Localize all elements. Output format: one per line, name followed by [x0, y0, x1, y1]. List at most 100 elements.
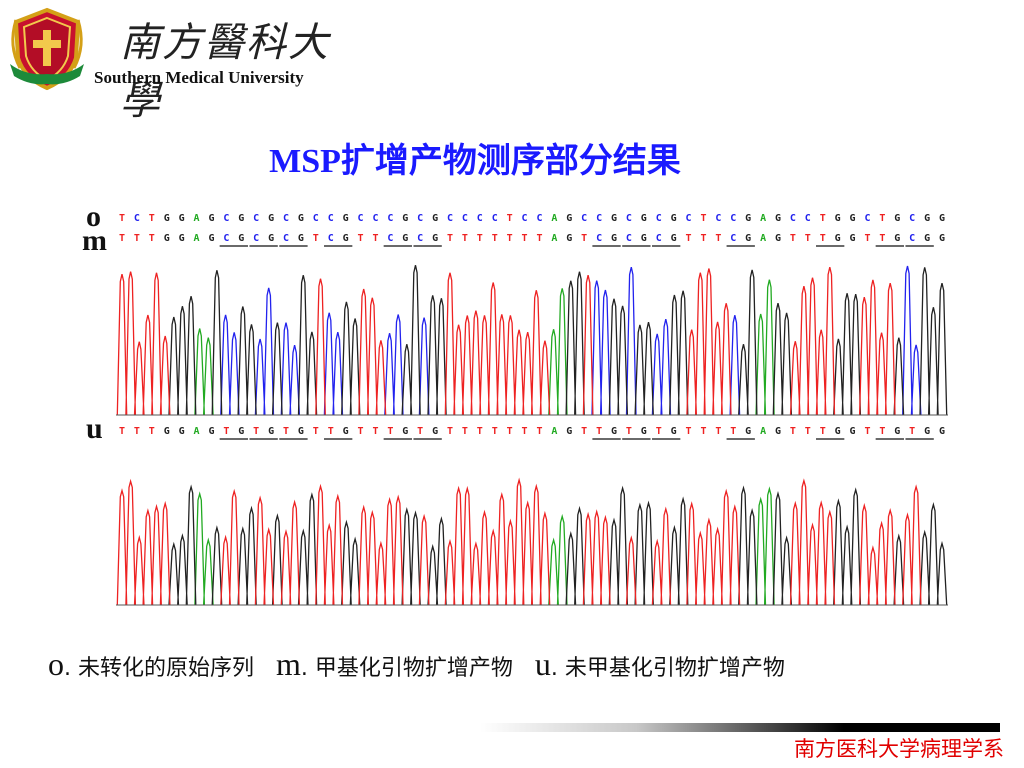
base-letter: G	[671, 426, 677, 437]
base-letter: G	[164, 426, 170, 437]
base-letter: A	[760, 233, 766, 244]
base-letter: G	[179, 426, 185, 437]
base-letter: C	[715, 213, 721, 224]
base-letter: T	[686, 426, 692, 437]
base-letter: C	[223, 213, 229, 224]
base-letter: G	[298, 426, 304, 437]
base-letter: G	[402, 233, 408, 244]
base-letter: C	[477, 213, 483, 224]
base-letter: A	[760, 426, 766, 437]
base-letter: C	[805, 213, 811, 224]
base-letter: T	[358, 233, 364, 244]
base-letter: G	[268, 233, 274, 244]
base-letter: G	[924, 426, 930, 437]
legend-key-u: u	[534, 646, 551, 682]
legend-text-o: . 未转化的原始序列	[64, 656, 254, 681]
base-letter: T	[313, 233, 319, 244]
base-letter: T	[805, 426, 811, 437]
university-name-chinese: 南方醫科大學	[120, 20, 330, 124]
base-letter: T	[387, 426, 393, 437]
base-letter: T	[820, 213, 826, 224]
base-letter: G	[850, 426, 856, 437]
base-letter: G	[432, 426, 438, 437]
base-letter: C	[283, 233, 289, 244]
base-letter: G	[566, 213, 572, 224]
base-letter: C	[387, 233, 393, 244]
base-letter: C	[536, 213, 542, 224]
base-letter: T	[700, 213, 706, 224]
base-letter: T	[447, 426, 453, 437]
university-name-english: Southern Medical University	[94, 68, 304, 87]
base-letter: T	[283, 426, 289, 437]
trace-m	[116, 265, 948, 416]
base-letter: T	[700, 426, 706, 437]
track-label-m: m	[82, 224, 107, 257]
base-letter: C	[417, 233, 423, 244]
base-letter: T	[507, 426, 513, 437]
base-letter: T	[536, 426, 542, 437]
base-letter: C	[626, 233, 632, 244]
base-letter: T	[462, 426, 468, 437]
base-letter: G	[179, 233, 185, 244]
base-letter: C	[387, 213, 393, 224]
base-letter: G	[850, 233, 856, 244]
base-letter: G	[939, 426, 945, 437]
base-letter: T	[507, 233, 513, 244]
trace-T	[116, 477, 922, 606]
base-letter: A	[551, 213, 557, 224]
base-letter: G	[775, 233, 781, 244]
base-letter: G	[566, 426, 572, 437]
base-letter: C	[864, 213, 870, 224]
base-letter: G	[775, 426, 781, 437]
base-letter: T	[820, 426, 826, 437]
base-letter: T	[119, 233, 125, 244]
base-letter: T	[223, 426, 229, 437]
footer-divider	[480, 723, 1000, 732]
base-letter: C	[328, 213, 334, 224]
base-letter: C	[372, 213, 378, 224]
track-label-o: o	[86, 200, 101, 233]
base-letter: G	[208, 213, 214, 224]
trace-C	[220, 265, 922, 416]
base-letter: G	[835, 426, 841, 437]
base-letter: G	[939, 213, 945, 224]
base-letter: T	[149, 233, 155, 244]
base-letter: G	[745, 426, 751, 437]
base-letter: T	[313, 426, 319, 437]
base-letter: T	[626, 426, 632, 437]
base-letter: C	[328, 233, 334, 244]
base-letter: T	[879, 213, 885, 224]
base-letter: C	[730, 213, 736, 224]
base-letter: T	[879, 426, 885, 437]
base-letter: C	[730, 233, 736, 244]
base-letter: C	[134, 213, 140, 224]
base-letter: G	[566, 233, 572, 244]
base-letter: G	[835, 213, 841, 224]
base-letter: C	[790, 213, 796, 224]
base-letter: G	[894, 213, 900, 224]
base-letter: T	[700, 233, 706, 244]
base-letter: G	[745, 213, 751, 224]
base-letter: A	[194, 233, 200, 244]
base-letter: T	[864, 426, 870, 437]
base-letter: G	[894, 426, 900, 437]
base-letter: A	[194, 426, 200, 437]
base-letter: G	[611, 233, 617, 244]
base-letter: C	[522, 213, 528, 224]
base-letter: G	[745, 233, 751, 244]
base-letter: C	[358, 213, 364, 224]
base-letter: G	[432, 213, 438, 224]
base-letter: G	[924, 233, 930, 244]
base-letter: T	[477, 233, 483, 244]
base-letter: G	[238, 213, 244, 224]
base-letter: G	[164, 213, 170, 224]
trace-G	[168, 265, 948, 416]
base-letter: T	[134, 233, 140, 244]
trace-T	[116, 266, 896, 416]
base-letter: G	[268, 213, 274, 224]
base-letter: T	[372, 426, 378, 437]
trace-u	[116, 477, 948, 606]
base-letter: T	[790, 426, 796, 437]
base-letter: G	[238, 233, 244, 244]
